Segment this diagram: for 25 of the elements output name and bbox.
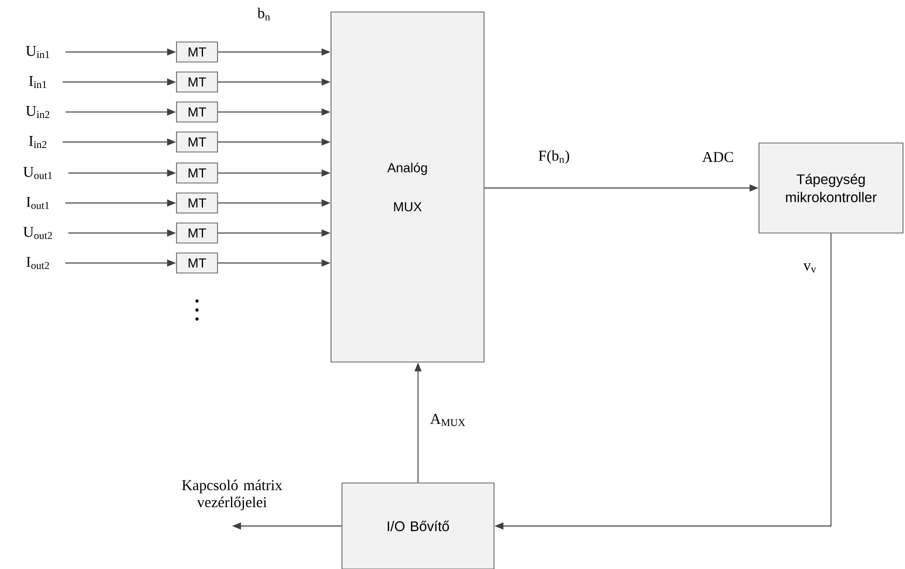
mt-box: MT (176, 102, 218, 122)
multiplexer-box: Analóg MUX (330, 12, 484, 362)
signal-label: ADC (702, 152, 733, 162)
mt-box: MT (176, 72, 218, 92)
input-label: U$_{in2}$ (26, 106, 50, 118)
mt-box: MT (176, 192, 218, 214)
input-label: U$_{out1}$ (23, 166, 52, 180)
edge-label: A$_{MUX}$ (429, 412, 467, 428)
edge-label: F(b$_{n}$) (537, 149, 571, 165)
mt-box: MT (176, 222, 218, 244)
process-box: Tápegység mikrokontroller (758, 142, 904, 234)
signal-label: b$_{n}$ (257, 8, 270, 20)
output-label: Kapcsoló mátrix vezérlőjelei (182, 480, 282, 510)
input-label: I$_{in2}$ (29, 136, 46, 148)
mt-box: MT (176, 162, 218, 184)
input-label: I$_{in1}$ (29, 76, 46, 88)
input-label: U$_{out2}$ (23, 226, 52, 240)
mt-box: MT (176, 252, 218, 274)
input-label: U$_{in1}$ (26, 46, 50, 58)
mt-box: MT (176, 132, 218, 152)
process-box: I/O Bővítő (342, 482, 494, 569)
mt-box: MT (176, 42, 218, 62)
edge-label: v$_{v}$ (802, 262, 818, 274)
input-label: I$_{out2}$ (26, 256, 50, 270)
input-label: I$_{out1}$ (26, 196, 49, 210)
